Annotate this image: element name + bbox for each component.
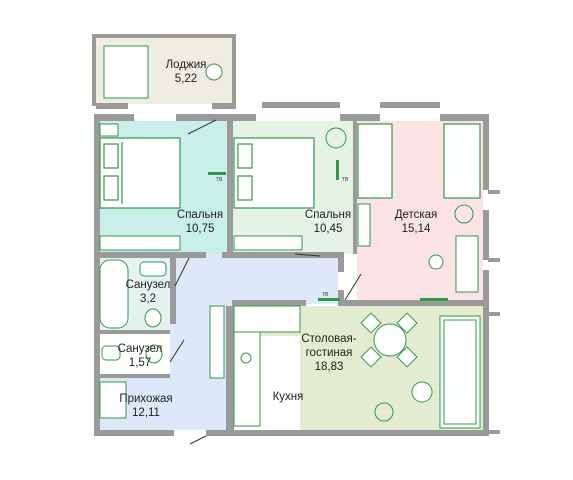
desk-icon	[455, 235, 479, 293]
doors	[169, 119, 362, 445]
shoe-rack-icon	[99, 381, 127, 419]
bathroom1-area: 3,2	[140, 293, 156, 305]
kids-beds-icon	[357, 123, 481, 199]
bathroom1-label: Санузел 3,2	[118, 278, 178, 306]
bedroom1-area: 10,75	[185, 223, 215, 235]
sofa-icon	[439, 315, 481, 429]
walls	[92, 34, 500, 436]
kitchen-name: Кухня	[272, 391, 304, 403]
dining-chairs-icon	[360, 312, 418, 368]
bathroom2-label: Санузел 1,57	[110, 342, 170, 370]
sink-icon-2	[101, 345, 121, 361]
hallway-name: Прихожая	[119, 393, 173, 405]
hallway-area: 12,11	[132, 407, 160, 419]
bathroom2-area: 1,57	[128, 357, 152, 369]
tv-mark: TB	[216, 177, 223, 183]
bedroom1-name: Спальня	[176, 209, 224, 221]
toilet-icon-2	[145, 344, 163, 364]
armchair-icon	[411, 381, 433, 403]
living-name-line2: гостиная	[305, 347, 353, 359]
dining-table-icon	[373, 323, 407, 357]
kitchen-side-counter-icon	[233, 331, 261, 427]
bedroom1-label: Спальня 10,75	[170, 208, 230, 236]
plant-icon-3	[374, 402, 394, 422]
bedroom2-label: Спальня 10,45	[298, 208, 358, 236]
plant-icon	[325, 127, 347, 149]
loggia-chair-icon	[205, 63, 223, 81]
bathroom1-name: Санузел	[125, 279, 171, 291]
hall-wardrobe-icon	[209, 305, 225, 379]
loggia-area: 5,22	[174, 73, 198, 85]
tv-mark-2: TB	[342, 177, 349, 183]
loggia-desk-icon	[103, 45, 149, 99]
chair-icon	[428, 254, 444, 270]
living-area: 18,83	[314, 361, 344, 373]
kids-room-label: Детская 15,14	[386, 208, 446, 236]
loggia-label: Лоджия 5,22	[156, 58, 216, 86]
kids-room-area: 15,14	[401, 223, 431, 235]
toilet-icon	[144, 308, 162, 328]
kitchen-counter-icon	[233, 305, 301, 333]
plant-icon-2	[454, 204, 474, 224]
bed-icon-2	[233, 137, 315, 209]
nightstand-icon	[99, 123, 119, 137]
sink-icon	[139, 261, 167, 277]
kids-room-name: Детская	[394, 209, 438, 221]
bathroom2-name: Санузел	[117, 343, 163, 355]
bedroom2-name: Спальня	[304, 209, 352, 221]
bedroom2-area: 10,45	[313, 223, 343, 235]
living-label: Столовая- гостиная 18,83	[294, 332, 364, 374]
kitchen-label: Кухня	[258, 390, 318, 404]
bed-icon	[99, 137, 181, 209]
wardrobe-icon	[99, 235, 181, 251]
hallway-label: Прихожая 12,11	[114, 392, 178, 420]
living-name-line1: Столовая-	[301, 333, 357, 345]
tv-mark-3: TB	[322, 292, 329, 298]
loggia-name: Лоджия	[165, 59, 207, 71]
stove-icon	[240, 352, 252, 364]
bathtub-icon	[99, 259, 129, 329]
bookshelf-icon	[357, 203, 371, 247]
wardrobe-icon-2	[233, 235, 303, 251]
